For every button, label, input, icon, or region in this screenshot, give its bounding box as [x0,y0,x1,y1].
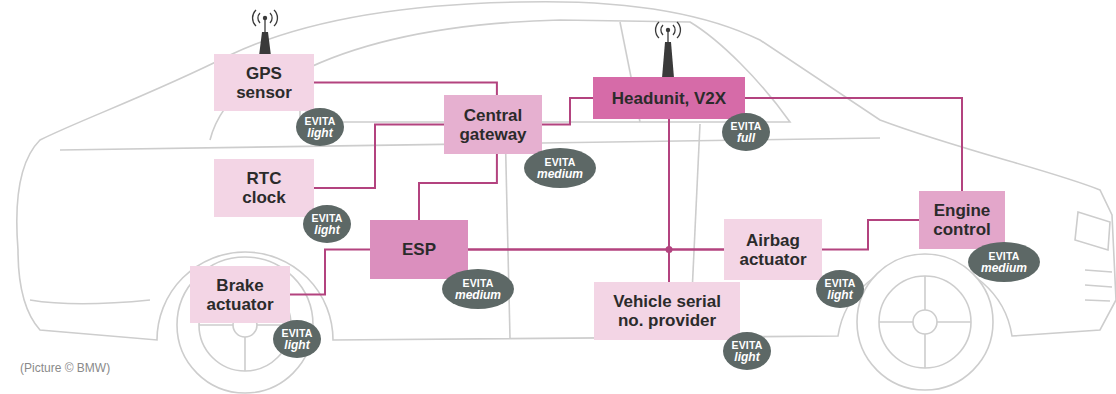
ecu-box: GPS sensor [214,54,314,111]
ecu-name: GPS sensor [228,64,300,102]
bus-wire [314,83,497,96]
bus-wire [669,119,724,250]
bus-wire [419,154,497,220]
evita-badge: EVITAmedium [968,242,1040,282]
ecu-name: Headunit, V2X [612,89,726,108]
ecu-name: Vehicle serial no. provider [601,292,733,330]
ecu-name: RTC clock [233,169,295,207]
evita-badge: EVITAfull [722,113,770,151]
evita-level: full [737,132,755,144]
evita-badge: EVITAlight [273,320,321,358]
ecu-name: Engine control [926,201,998,239]
ecu-box: Airbag actuator [724,219,822,280]
credit-note: (Picture © BMW) [20,361,110,375]
evita-level: light [314,224,339,236]
evita-level: medium [537,168,583,180]
evita-level: EVITA [544,156,575,168]
evita-level: light [827,289,852,301]
ecu-name: Airbag actuator [731,231,815,269]
ecu-box: Brake actuator [190,266,290,323]
evita-badge: EVITAlight [816,270,864,308]
ecu-name: Central gateway [453,106,533,144]
evita-level: medium [981,262,1027,274]
ecu-box: Engine control [919,191,1005,249]
evita-level: EVITA [462,277,493,289]
evita-level: light [307,127,332,139]
ecu-box: Headunit, V2X [593,77,745,119]
evita-badge: EVITAmedium [442,269,514,309]
bus-wire [745,98,962,191]
evita-badge: EVITAlight [296,108,344,146]
ecu-name: Brake actuator [198,276,282,314]
ecu-box: Central gateway [444,95,542,154]
ecu-box: ESP [370,220,468,279]
evita-level: light [284,339,309,351]
evita-badge: EVITAmedium [524,148,596,188]
evita-level: medium [455,289,501,301]
bus-wire [290,250,370,295]
evita-level: light [734,351,759,363]
evita-badge: EVITAlight [303,205,351,243]
ecu-box: Vehicle serial no. provider [594,282,740,340]
evita-level: EVITA [311,212,342,224]
ecu-name: ESP [402,240,436,259]
evita-level: EVITA [304,115,335,127]
bus-wire [822,220,919,250]
evita-level: EVITA [824,277,855,289]
bus-junction [666,246,673,253]
ecu-box: RTC clock [214,159,314,217]
evita-level: EVITA [281,327,312,339]
evita-badge: EVITAlight [723,332,771,370]
evita-level: EVITA [730,120,761,132]
evita-level: EVITA [988,250,1019,262]
bus-wire [542,98,593,125]
evita-level: EVITA [731,339,762,351]
